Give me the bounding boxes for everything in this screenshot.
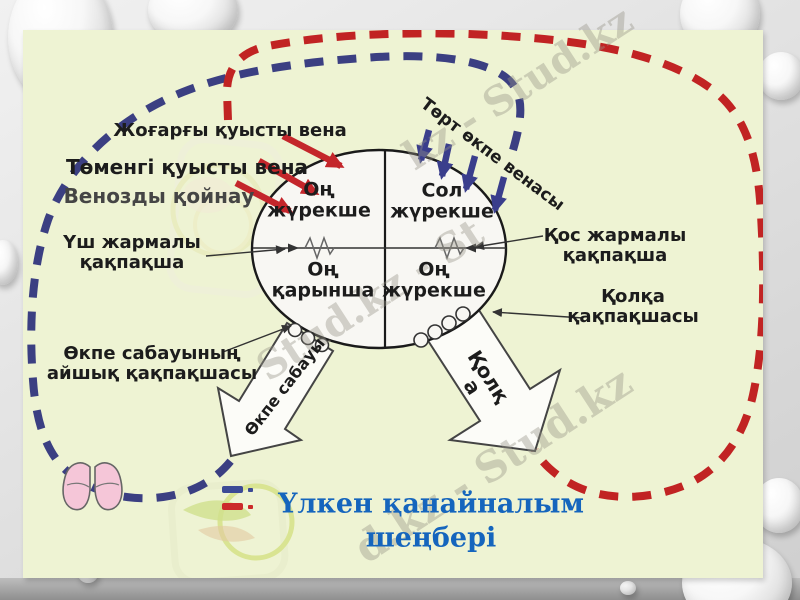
loop-legend-marks [222, 486, 253, 510]
tricuspid-zigzag [304, 235, 335, 261]
aortic-valve-pointer-line [492, 308, 584, 319]
droplet-decoration [0, 240, 18, 285]
label-venous-sinus: Венозды қойнау [63, 183, 255, 208]
pulmonary-valve-pointer-line [222, 325, 292, 353]
label-aortic-valve: Қолқа қақпақшасы [567, 285, 699, 327]
studkz-logo-watermark-lower [167, 479, 295, 578]
circulation-diagram-art [27, 30, 763, 578]
aorta-arrow [423, 302, 562, 453]
divider-arrowhead-left [288, 243, 299, 253]
presentation-slide: kz - Stud.kz Stud.kz - St d.kz - Stud.kz… [23, 0, 763, 578]
label-tricuspid-valve: Үш жармалы қақпақша [63, 231, 201, 273]
label-pulmonary-valve: Өкпе сабауының айшық қақпақшасы [46, 342, 258, 384]
label-right-atrium: Оң жүрекше [267, 178, 371, 222]
taskbar-strip [0, 578, 800, 600]
slide-title: Үлкен қанайналым шеңбері [278, 488, 584, 553]
pulmonary-trunk-arrow [216, 321, 335, 458]
red-dashed-loop [222, 30, 763, 501]
droplet-decoration [758, 52, 800, 100]
tricuspid-pointer-line [205, 245, 286, 257]
aortic-valve-scallops [413, 306, 471, 348]
bicuspid-zigzag [434, 235, 465, 261]
label-bicuspid-valve: Қос жармалы қақпақша [543, 224, 687, 266]
label-right-ventricle: Оң қарынша [271, 258, 375, 302]
bicuspid-pointer-line [474, 235, 544, 251]
label-inferior-vena-cava: Төменгі қуысты вена [65, 154, 309, 179]
label-left-atrium: Сол жүрекше [390, 179, 494, 223]
heart-ellipse [250, 148, 508, 350]
pulmonary-vein-arrows [416, 129, 508, 214]
divider-arrowhead-right [465, 243, 476, 253]
lungs-icon [62, 462, 123, 511]
droplet-decoration [620, 581, 636, 595]
label-superior-vena-cava: Жоғарғы қуысты вена [113, 119, 347, 141]
label-left-ventricle: Оң жүрекше [382, 258, 486, 302]
vena-cava-arrows [234, 133, 345, 214]
studkz-logo-watermark-upper [166, 136, 284, 298]
